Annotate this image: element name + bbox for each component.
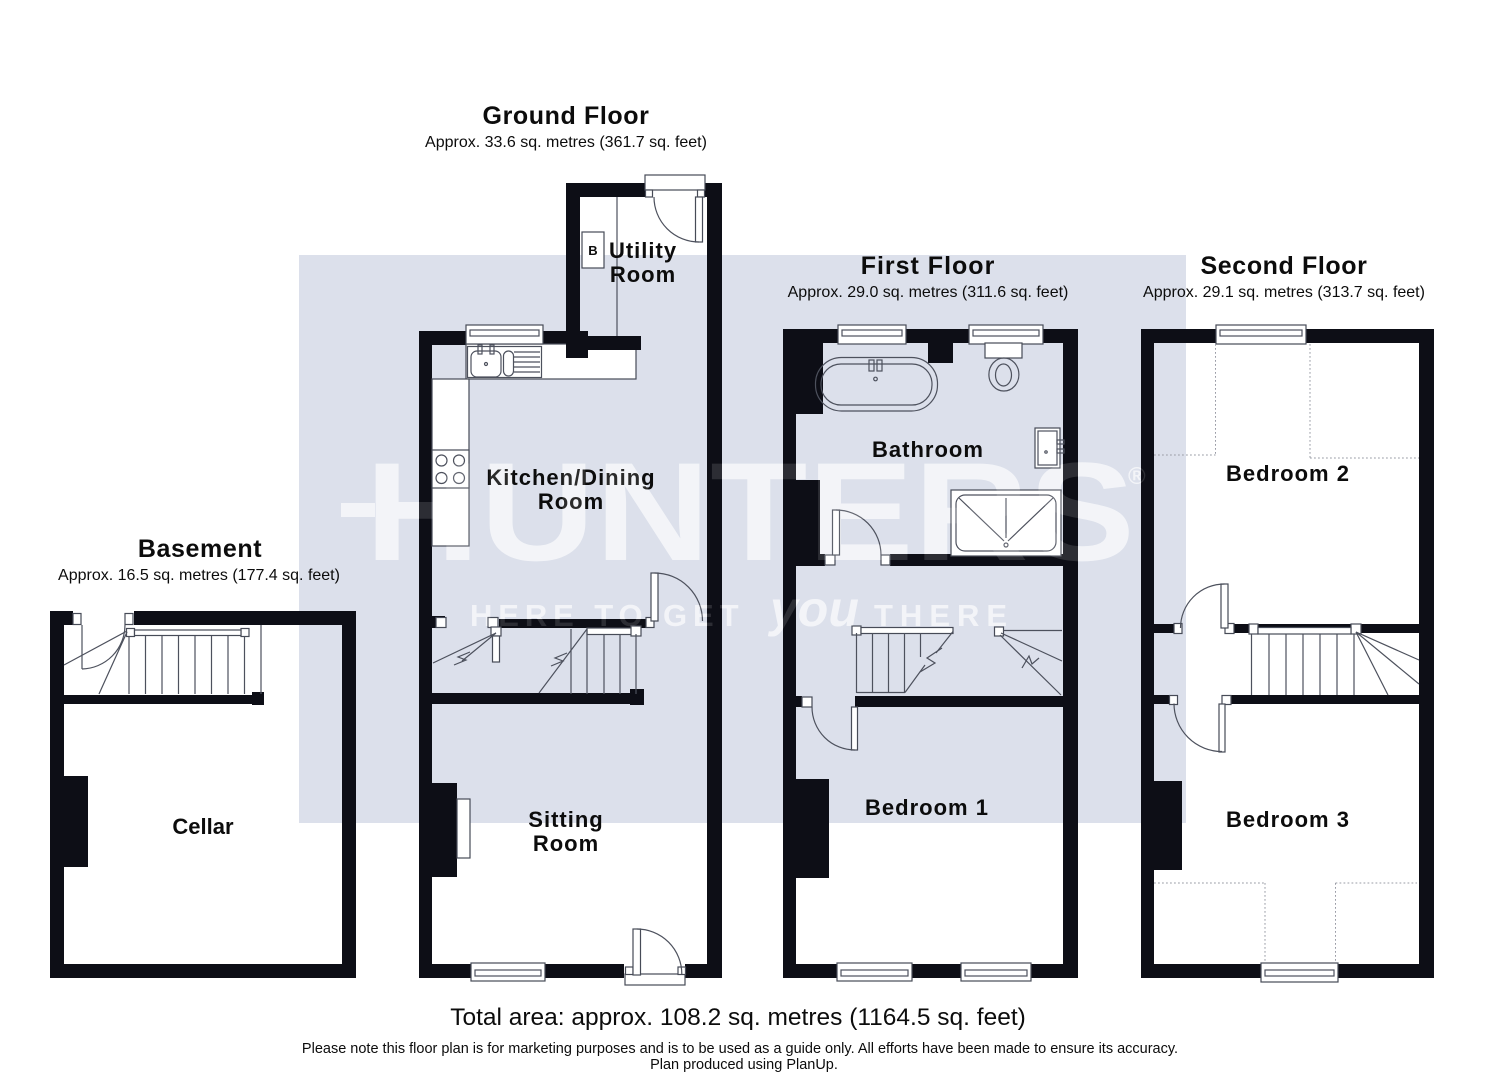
svg-text:Basement: Basement <box>138 535 262 563</box>
svg-text:Utility: Utility <box>609 238 677 263</box>
svg-text:Second Floor: Second Floor <box>1201 252 1368 280</box>
svg-text:Ground Floor: Ground Floor <box>483 102 650 130</box>
svg-text:you: you <box>767 581 859 637</box>
svg-text:Plan produced using PlanUp.: Plan produced using PlanUp. <box>650 1057 838 1073</box>
svg-text:Room: Room <box>610 262 676 287</box>
svg-text:HERE TO GET: HERE TO GET <box>470 598 744 633</box>
svg-text:Total area: approx. 108.2 sq.: Total area: approx. 108.2 sq. metres (11… <box>450 1004 1026 1031</box>
svg-text:Approx. 33.6 sq. metres (361.7: Approx. 33.6 sq. metres (361.7 sq. feet) <box>425 134 707 151</box>
svg-text:Approx. 29.0 sq. metres (311.6: Approx. 29.0 sq. metres (311.6 sq. feet) <box>788 284 1069 301</box>
svg-text:Approx. 29.1 sq. metres (313.7: Approx. 29.1 sq. metres (313.7 sq. feet) <box>1143 284 1425 301</box>
svg-text:®: ® <box>1128 463 1146 490</box>
svg-text:Please note this floor plan is: Please note this floor plan is for marke… <box>302 1041 1178 1057</box>
svg-text:Sitting: Sitting <box>528 807 603 832</box>
svg-text:Bedroom 1: Bedroom 1 <box>865 795 989 820</box>
svg-text:Bedroom 2: Bedroom 2 <box>1226 461 1350 486</box>
svg-text:B: B <box>588 243 597 258</box>
svg-text:Room: Room <box>538 489 604 514</box>
svg-text:Approx. 16.5 sq. metres (177.4: Approx. 16.5 sq. metres (177.4 sq. feet) <box>58 567 340 584</box>
svg-text:you: you <box>767 581 859 637</box>
svg-text:Room: Room <box>533 831 599 856</box>
svg-text:Bathroom: Bathroom <box>872 437 984 462</box>
svg-text:Cellar: Cellar <box>172 814 234 839</box>
svg-text:THERE: THERE <box>874 598 1014 633</box>
svg-text:Kitchen/Dining: Kitchen/Dining <box>486 465 655 490</box>
svg-text:First Floor: First Floor <box>861 252 996 280</box>
svg-text:HUNTERS: HUNTERS <box>365 433 1135 590</box>
svg-text:Bedroom 3: Bedroom 3 <box>1226 807 1350 832</box>
